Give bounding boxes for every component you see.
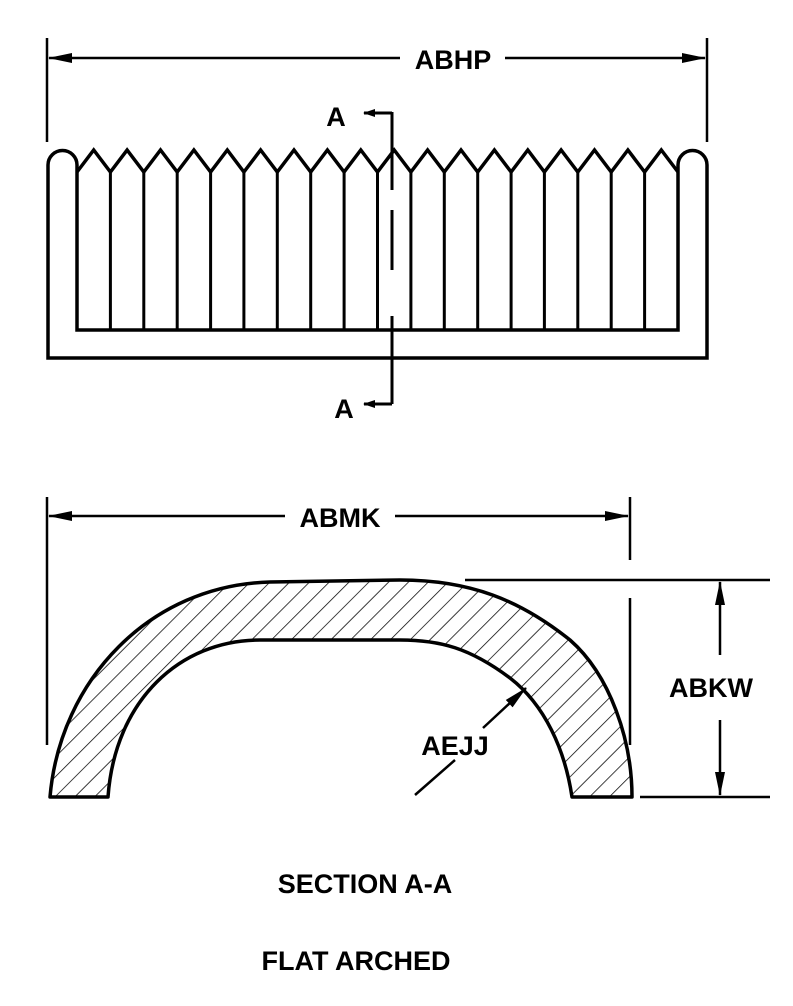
- comb-top-view: [46, 147, 709, 360]
- caption-section: SECTION A-A: [278, 869, 453, 899]
- caption-type: FLAT ARCHED: [262, 946, 451, 976]
- dimension-abkw: [465, 578, 770, 799]
- section-mark-bottom: A: [334, 394, 354, 424]
- dimension-abmk: [45, 497, 632, 745]
- leader-aejj: [414, 687, 527, 796]
- arch-section: [48, 578, 634, 799]
- label-aejj: AEJJ: [421, 731, 489, 761]
- label-abkw: ABKW: [669, 673, 753, 703]
- section-mark-top: A: [326, 102, 346, 132]
- dimension-abhp: [45, 38, 709, 142]
- label-abmk: ABMK: [300, 503, 381, 533]
- section-line-a-a: [363, 109, 394, 408]
- label-abhp: ABHP: [415, 45, 492, 75]
